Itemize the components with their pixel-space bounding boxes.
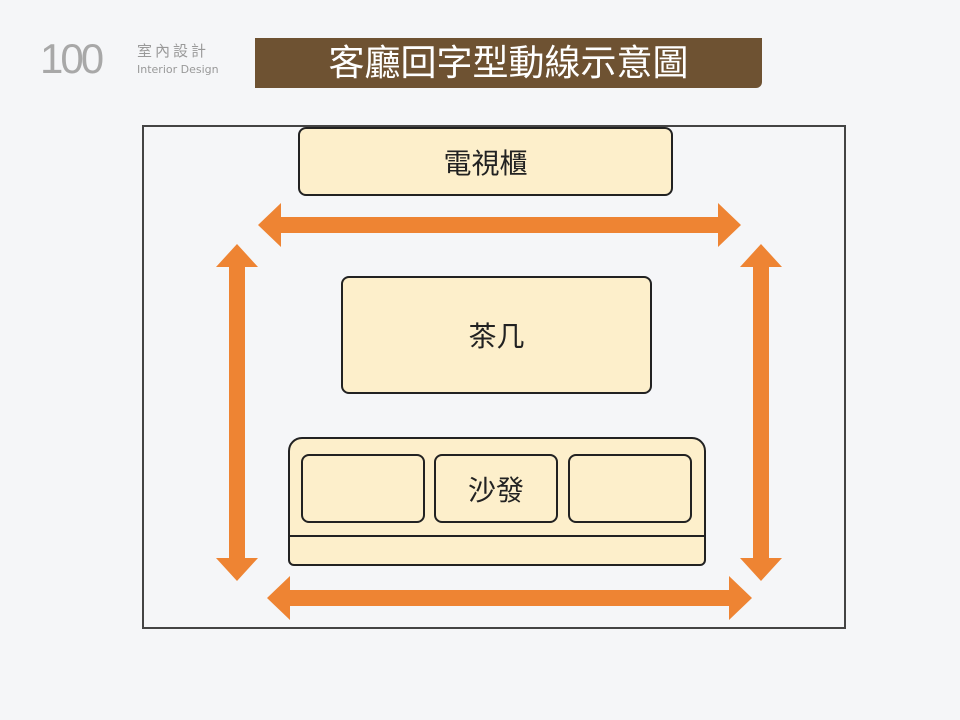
sofa-cushion-right bbox=[568, 454, 692, 523]
logo-chinese: 室內設計 bbox=[137, 42, 210, 60]
arrow-right bbox=[740, 244, 782, 581]
coffee-table: 茶几 bbox=[341, 276, 652, 394]
arrow-left bbox=[216, 244, 258, 581]
sofa-base bbox=[288, 535, 706, 566]
arrow-top bbox=[258, 203, 741, 247]
sofa-cushion-center: 沙發 bbox=[434, 454, 558, 523]
tv-cabinet: 電視櫃 bbox=[298, 127, 673, 196]
logo-english: Interior Design bbox=[137, 63, 219, 76]
arrow-bottom bbox=[267, 576, 752, 620]
room-outline bbox=[142, 125, 846, 629]
logo-number: 100 bbox=[40, 35, 104, 82]
sofa-cushion-left bbox=[301, 454, 425, 523]
diagram-title: 客廳回字型動線示意圖 bbox=[255, 38, 762, 88]
